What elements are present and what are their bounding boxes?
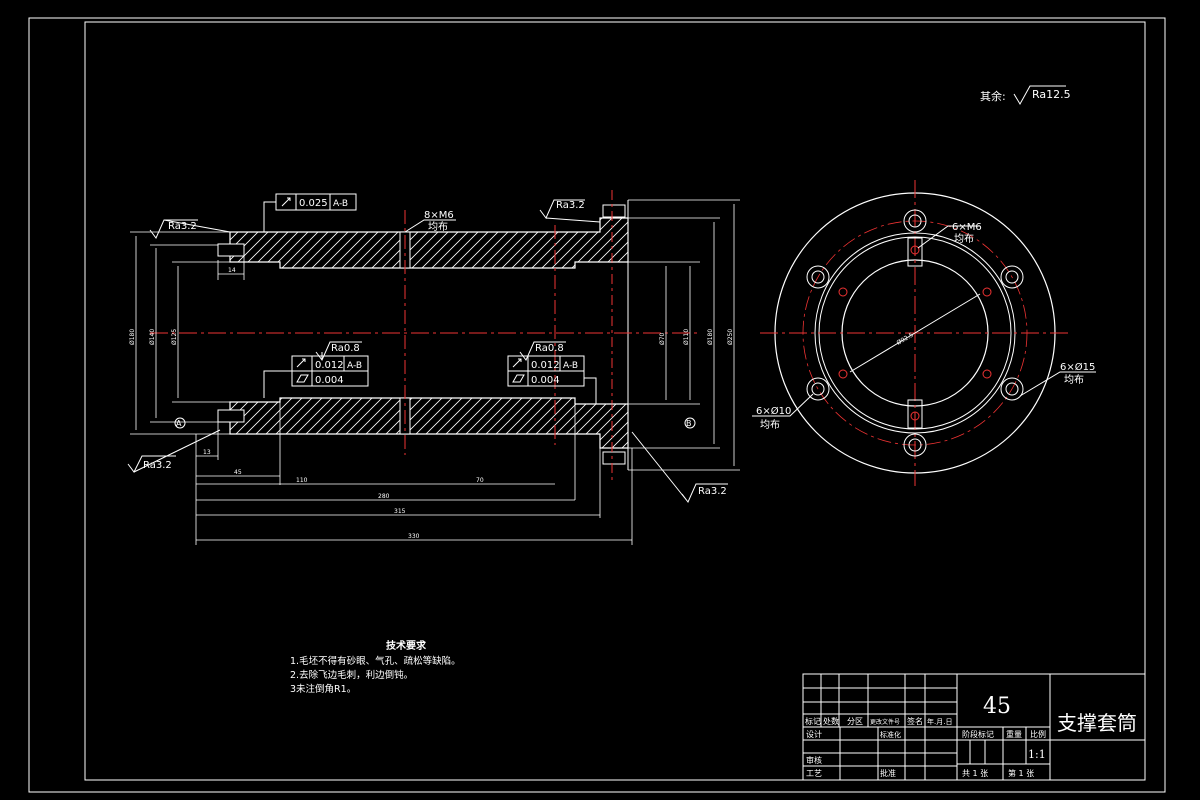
datum-b-marker <box>684 417 696 429</box>
datum-a-label: A <box>176 419 182 428</box>
note-d15-line2: 均布 <box>1064 374 1084 386</box>
scale-label: 比例 <box>1030 729 1046 739</box>
flange-hole-bottom <box>602 451 626 465</box>
svg-text:Ø70: Ø70 <box>659 332 666 345</box>
row-check: 审核 <box>806 755 822 765</box>
thread-hole-bottom <box>217 409 245 423</box>
roughness-other-label: 其余: <box>980 89 1006 103</box>
dim-110: 110 <box>296 477 308 484</box>
weight: 重量 <box>1006 729 1022 739</box>
section-view: Ø180 Ø140 Ø125 Ø70 Ø110 Ø180 Ø250 14 13 … <box>127 190 740 545</box>
sheet-no: 第 1 张 <box>1008 768 1034 778</box>
col-sign: 签名 <box>907 716 923 726</box>
tol-left-ref: A-B <box>347 361 362 371</box>
dim-14: 14 <box>228 267 236 274</box>
outer-border <box>28 17 1166 793</box>
dim-280: 280 <box>378 493 390 500</box>
datum-b-label: B <box>686 419 692 428</box>
col-date: 年.月.日 <box>927 717 952 726</box>
datum-a-marker <box>174 417 186 429</box>
dim-13: 13 <box>203 449 211 456</box>
stage-mark: 阶段标记 <box>962 729 994 739</box>
roughness-other: 其余: Ra12.5 <box>980 85 1071 105</box>
flange-hole-top <box>602 204 626 218</box>
tol-left-cyl: 0.004 <box>315 375 344 386</box>
col-change-doc: 更改文件号 <box>870 718 900 726</box>
m6-holes <box>838 245 992 421</box>
note-d10-line2: 均布 <box>760 419 780 431</box>
row-design: 设计 <box>806 729 822 739</box>
thread-hole-top <box>217 243 245 257</box>
dim-330: 330 <box>408 533 420 540</box>
tech-item-2: 2.去除飞边毛刺，利边倒钝。 <box>290 669 413 681</box>
svg-text:Ø180: Ø180 <box>707 329 714 345</box>
tol-right-cyl: 0.004 <box>531 375 560 386</box>
dim-45: 45 <box>234 469 242 476</box>
svg-text:Ø180: Ø180 <box>129 329 136 345</box>
col-count: 处数 <box>823 716 839 726</box>
title-block <box>802 673 1146 781</box>
sheets-total: 共 1 张 <box>962 769 988 778</box>
ra-inner-right: Ra0.8 <box>535 343 564 354</box>
row-approve: 批准 <box>880 768 896 778</box>
tech-item-3: 3未注倒角R1。 <box>290 683 356 695</box>
svg-text:Ø250: Ø250 <box>727 329 734 345</box>
holes-note-line1: 8×M6 <box>424 210 454 221</box>
tol-right-runout: 0.012 <box>531 360 560 371</box>
ra-top-left: Ra3.2 <box>168 221 197 232</box>
part-name: 支撑套筒 <box>1057 711 1137 735</box>
tol-right-ref: A-B <box>563 361 578 371</box>
svg-text:Ø140: Ø140 <box>149 329 156 345</box>
note-d10-line1: 6×Ø10 <box>756 405 791 417</box>
tech-item-1: 1.毛坯不得有砂眼、气孔、疏松等缺陷。 <box>290 655 461 667</box>
ra-bottom-left: Ra3.2 <box>143 460 172 471</box>
row-process: 工艺 <box>806 769 822 778</box>
bolt-holes <box>806 209 1024 457</box>
note-m6-line2: 均布 <box>954 233 974 245</box>
tech-requirements: 技术要求 1.毛坯不得有砂眼、气孔、疏松等缺陷。 2.去除飞边毛刺，利边倒钝。 … <box>290 639 461 695</box>
col-marks: 标记 <box>805 716 821 726</box>
roughness-other-value: Ra12.5 <box>1032 88 1071 101</box>
svg-text:Ø125: Ø125 <box>171 329 178 345</box>
holes-note-line2: 均布 <box>428 221 448 233</box>
roughness-symbol-icon <box>1013 85 1066 105</box>
dim-70: 70 <box>476 477 484 484</box>
row-standard: 标准化 <box>880 730 901 739</box>
dim-315: 315 <box>394 508 406 515</box>
end-view: Ø92.5 6×M6 均布 6×Ø15 均布 6×Ø10 均布 <box>752 180 1096 486</box>
svg-text:Ø110: Ø110 <box>683 329 690 345</box>
svg-text:Ø92.5: Ø92.5 <box>896 332 915 347</box>
tol-left-runout: 0.012 <box>315 360 344 371</box>
note-d15-line1: 6×Ø15 <box>1060 361 1095 373</box>
col-zone: 分区 <box>847 717 863 726</box>
inner-border <box>84 21 1146 781</box>
tol-top-ref: A-B <box>333 199 348 209</box>
material: 45 <box>983 694 1011 719</box>
ra-inner-left: Ra0.8 <box>331 343 360 354</box>
ra-bottom-right: Ra3.2 <box>698 486 727 497</box>
scale-value: 1:1 <box>1028 748 1046 761</box>
wall-bottom <box>229 397 629 449</box>
note-m6-line1: 6×M6 <box>952 222 982 233</box>
tol-top-value: 0.025 <box>299 198 328 209</box>
tech-title: 技术要求 <box>386 639 427 652</box>
ra-top-right: Ra3.2 <box>556 200 585 211</box>
